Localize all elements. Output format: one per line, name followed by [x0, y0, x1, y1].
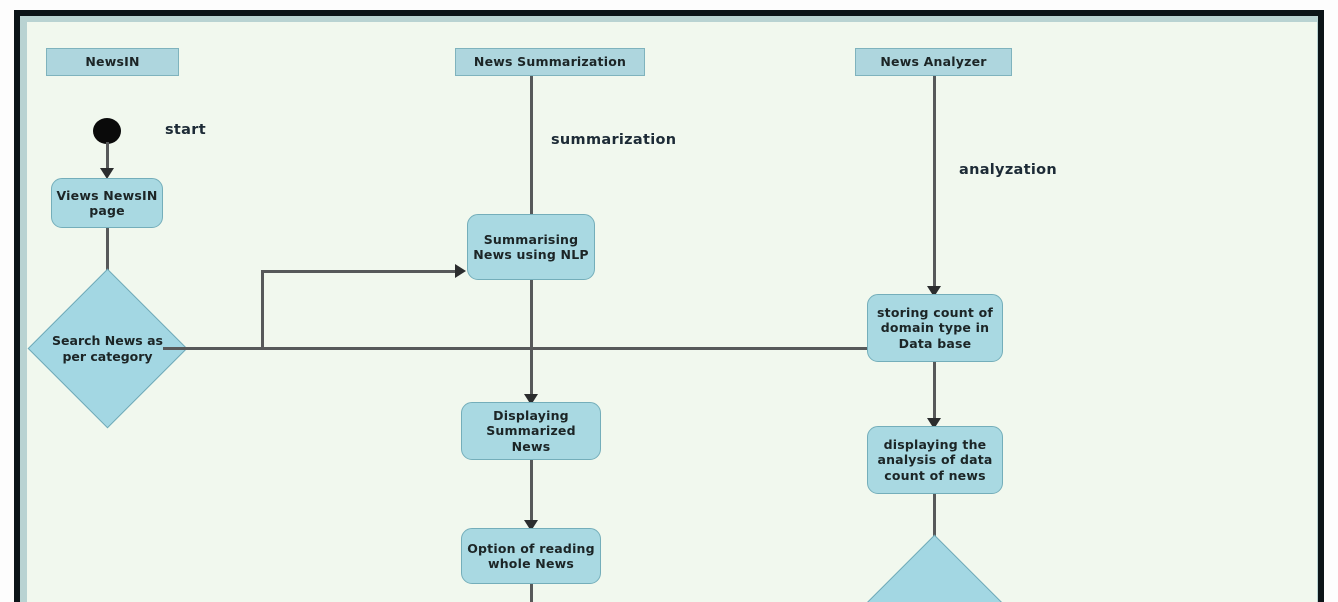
edge-label-summarization: summarization	[551, 132, 677, 148]
edge-label-start: start	[165, 122, 206, 138]
connector-branch-to-summarising	[261, 270, 461, 273]
partition-header-news-analyzer[interactable]: News Analyzer	[855, 48, 1012, 76]
activity-views-newsin-page[interactable]: Views NewsIN page	[51, 178, 163, 228]
activity-storing-count-domain-type[interactable]: storing count of domain type in Data bas…	[867, 294, 1003, 362]
activity-option-of-reading-whole-news[interactable]: Option of reading whole News	[461, 528, 601, 584]
connector-decision-to-storing-count	[163, 347, 885, 350]
connector-nlp-to-displaying-summarized	[530, 280, 533, 402]
arrowhead-nlp-to-displaying-summarized	[524, 394, 538, 405]
connector-option-reading-outgoing	[530, 584, 533, 602]
edge-label-analyzation: analyzation	[959, 162, 1058, 178]
arrowhead-displaying-to-option-reading	[524, 520, 538, 531]
activity-displaying-summarized-news[interactable]: Displaying Summarized News	[461, 402, 601, 460]
arrowhead-branch-to-summarising	[455, 264, 466, 278]
activity-displaying-analysis-data-count[interactable]: displaying the analysis of data count of…	[867, 426, 1003, 494]
decision-bottom-clipped[interactable]	[854, 534, 1015, 602]
activity-summarising-news-using-nlp[interactable]: Summarising News using NLP	[467, 214, 595, 280]
connector-analyzer-header-to-storing	[933, 76, 936, 294]
connector-summarization-header-to-nlp	[530, 76, 533, 224]
arrowhead-initial-to-views	[100, 168, 114, 179]
arrowhead-storing-to-displaying-analysis	[927, 418, 941, 429]
decision-label: Search News as per category	[52, 333, 163, 364]
connector-displaying-to-option-reading	[530, 460, 533, 528]
initial-node[interactable]	[93, 118, 121, 144]
arrowhead-analyzer-header-to-storing	[927, 286, 941, 297]
partition-header-news-summarization[interactable]: News Summarization	[455, 48, 645, 76]
connector-storing-to-displaying-analysis	[933, 362, 936, 426]
diagram-canvas: NewsIN News Summarization News Analyzer …	[27, 22, 1317, 602]
decision-bottom-label	[878, 558, 991, 602]
decision-search-news-per-category[interactable]: Search News as per category	[27, 268, 188, 429]
partition-header-newsin[interactable]: NewsIN	[46, 48, 179, 76]
connector-views-to-search-decision	[106, 228, 109, 291]
connector-branch-riser	[261, 270, 264, 349]
connector-displaying-analysis-to-decision	[933, 494, 936, 556]
connector-initial-to-views	[106, 142, 109, 172]
